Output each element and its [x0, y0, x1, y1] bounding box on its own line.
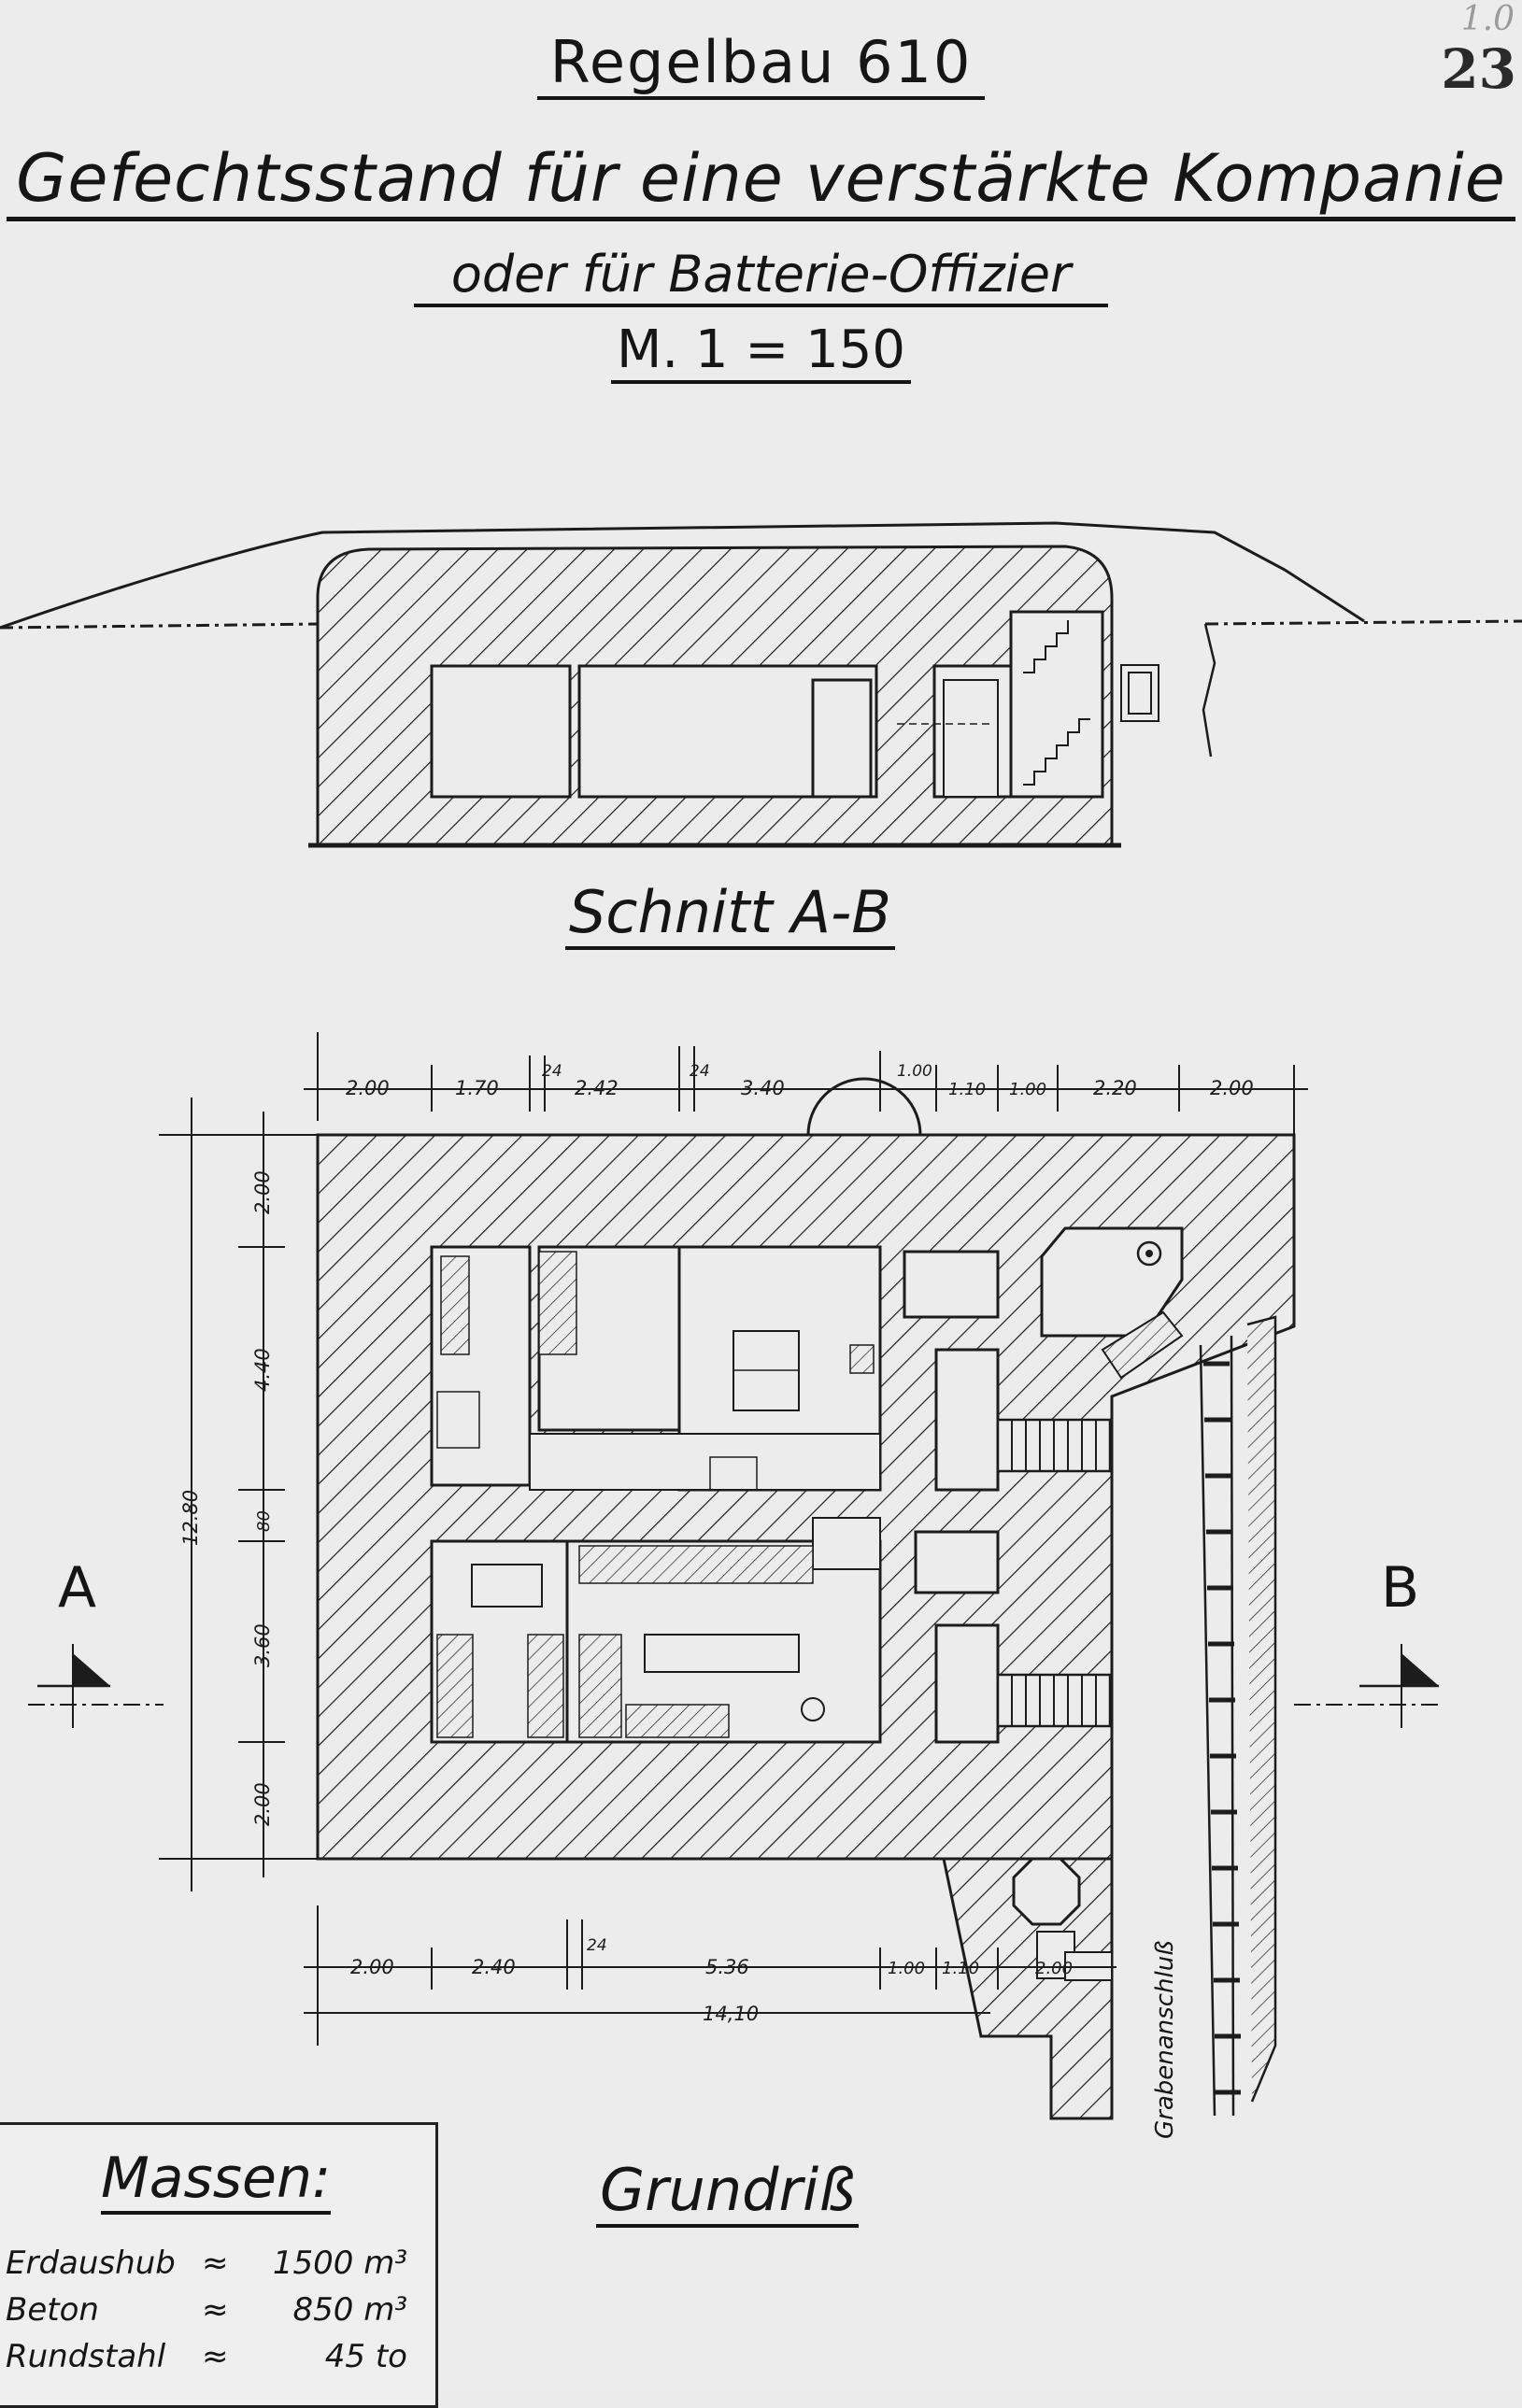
dim-left-2: 4.40	[251, 1348, 274, 1392]
page-number: 23	[1441, 37, 1516, 101]
quantity-row: Rundstahl ≈ 45 to	[6, 2338, 407, 2379]
quantity-approx: ≈	[202, 2291, 229, 2329]
plan-label: Grundriß	[596, 2156, 860, 2228]
section-marker-b	[1294, 1644, 1439, 1728]
section-view	[0, 521, 1522, 848]
quantity-approx: ≈	[202, 2245, 229, 2282]
stair-upper	[996, 1418, 1112, 1473]
quantity-approx: ≈	[202, 2338, 229, 2375]
ground-line	[0, 619, 1522, 630]
dim-bottom-7: 2.00	[1035, 1959, 1073, 1978]
emergency-exit	[806, 1077, 922, 1136]
dim-left-total: 12.80	[179, 1490, 202, 1546]
quantities-title: Massen:	[101, 2146, 332, 2215]
drawing-title: Regelbau 610	[536, 28, 986, 100]
dim-top-9: 1.00	[1009, 1080, 1046, 1099]
upper-corridor	[529, 1433, 881, 1491]
dimension-top: 2.00 1.70 24 2.42 24 3.40 1.00 1.10 1.00…	[304, 1032, 1308, 1135]
dim-top-5: 24	[690, 1062, 710, 1081]
dim-left-1: 2.00	[251, 1170, 274, 1214]
dim-bottom-total: 14,10	[703, 2003, 759, 2025]
dim-top-10: 2.20	[1093, 1077, 1137, 1099]
gas-lock-lower	[914, 1530, 1000, 1594]
section-label: Schnitt A-B	[565, 878, 895, 950]
dimension-bottom: 2.00 2.40 24 5.36 1.00 1.10 2.00 14,10	[304, 1905, 1117, 2046]
water-well	[1012, 1857, 1081, 1926]
drawing-subtitle: Gefechtsstand für eine verstärkte Kompan…	[7, 140, 1515, 221]
dim-bottom-3: 24	[587, 1936, 607, 1955]
dim-top-3: 24	[542, 1062, 562, 1081]
dim-bottom-1: 2.00	[350, 1956, 394, 1978]
corner-stamp: 1.0	[1460, 0, 1515, 38]
quantity-row: Beton ≈ 850 m³	[6, 2291, 407, 2332]
section-door-1	[811, 678, 873, 799]
section-marker-b-label: B	[1381, 1555, 1420, 1621]
dim-bottom-4: 5.36	[705, 1956, 749, 1978]
dim-left-5: 2.00	[251, 1782, 274, 1826]
title-block: Regelbau 610	[0, 28, 1522, 100]
quantity-value: 45 to	[324, 2338, 407, 2375]
quantity-value: 1500 m³	[272, 2245, 407, 2282]
section-door-2	[943, 679, 999, 798]
drawing-subtitle-2: oder für Batterie-Offizier	[413, 245, 1109, 307]
dim-top-1: 2.00	[346, 1077, 390, 1099]
quantity-name: Rundstahl	[6, 2338, 166, 2375]
section-room-1	[430, 664, 572, 799]
dim-top-4: 2.42	[575, 1077, 619, 1099]
dim-left-4: 3.60	[251, 1623, 274, 1667]
dimension-left: 2.00 4.40 80 3.60 2.00 12.80	[159, 1098, 486, 1891]
dim-top-11: 2.00	[1210, 1077, 1254, 1099]
dim-top-2: 1.70	[455, 1077, 499, 1099]
trench-edge	[1202, 623, 1216, 758]
quantity-value: 850 m³	[292, 2291, 407, 2329]
quantity-name: Erdaushub	[6, 2245, 176, 2282]
trench-connection	[1199, 1315, 1277, 2117]
section-marker-a	[28, 1644, 164, 1728]
dim-top-8: 1.10	[948, 1080, 986, 1099]
quantities-box: Massen: Erdaushub ≈ 1500 m³ Beton ≈ 850 …	[0, 2122, 438, 2408]
quantity-name: Beton	[6, 2291, 99, 2329]
dim-top-6: 3.40	[741, 1077, 785, 1099]
earth-mound	[0, 521, 1365, 630]
dim-bottom-2: 2.40	[472, 1956, 516, 1978]
stair-lower	[996, 1673, 1112, 1728]
gas-lock-upper	[903, 1250, 1000, 1319]
entrance-lower	[934, 1623, 1000, 1744]
section-stair	[1009, 610, 1104, 799]
dim-top-7: 1.00	[897, 1062, 932, 1081]
drawing-scale: M. 1 = 150	[611, 319, 911, 384]
trench-label: Grabenanschluß	[1151, 1940, 1179, 2139]
lower-room-alcove	[812, 1517, 881, 1570]
section-entrance	[1120, 664, 1159, 722]
plan-view	[28, 1077, 1439, 2120]
section-marker-a-label: A	[58, 1555, 97, 1621]
dim-left-3: 80	[254, 1510, 274, 1532]
periscope-icon	[1136, 1240, 1162, 1267]
entrance-upper	[934, 1348, 1000, 1492]
dim-bottom-5: 1.00	[888, 1959, 925, 1978]
dim-bottom-6: 1.10	[942, 1959, 979, 1978]
quantity-row: Erdaushub ≈ 1500 m³	[6, 2245, 407, 2286]
